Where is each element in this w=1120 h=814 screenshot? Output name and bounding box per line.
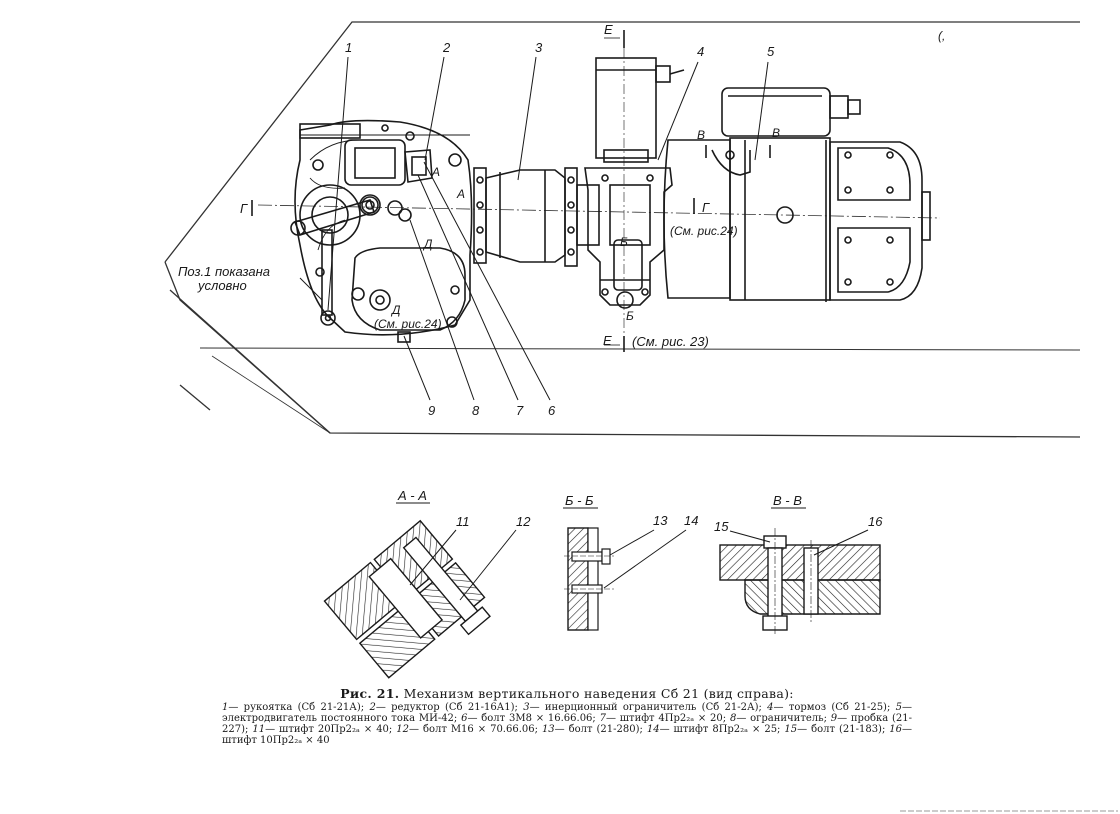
section-a-a: А - А 11 12: [323, 488, 531, 679]
note-pos1-line2: условно: [197, 278, 247, 293]
caption-item: 3— инерционный ограничитель (Сб 21-2А);: [523, 702, 767, 713]
caption-item-text: — пробка (21-227);: [222, 713, 913, 735]
caption-item-number: 8: [729, 713, 737, 724]
caption-title-text: Механизм вертикального наведения Сб 21 (…: [403, 686, 794, 701]
handle-assembly: [290, 159, 379, 326]
callout-6: 6: [548, 403, 556, 418]
caption-item-text: — редуктор (Сб 21-16А1);: [375, 702, 524, 713]
caption-item-text: — рукоятка (Сб 21-21А);: [228, 702, 370, 713]
caption-item-number: 6: [461, 713, 468, 724]
callout-2: 2: [442, 40, 451, 55]
callout-16: 16: [868, 514, 883, 529]
figure-caption: Рис. 21. Механизм вертикального наведени…: [222, 686, 912, 746]
caption-item-number: 5: [895, 702, 903, 713]
corner-mark: (,: [938, 29, 945, 43]
section-v-v: В - В 15 16: [714, 493, 883, 636]
callout-12: 12: [516, 514, 531, 529]
caption-item-number: 9: [830, 713, 838, 724]
callout-5: 5: [767, 44, 775, 59]
caption-item-text: — инерционный ограничитель (Сб 21-2А);: [529, 702, 768, 713]
caption-item-text: — штифт 4Пр2₂ₐ × 20;: [605, 713, 730, 724]
section-b-b: Б - Б 13 14: [563, 493, 698, 631]
marker-v-1: В: [697, 128, 705, 142]
caption-item-number: 15: [784, 724, 798, 735]
caption-item: 16— штифт 10Пр2₂ₐ × 40: [222, 724, 912, 746]
marker-a-1: А: [431, 165, 440, 179]
note-see-fig23: (См. рис. 23): [632, 334, 709, 349]
caption-item-text: — болт (21-183);: [797, 724, 890, 735]
inertial-limiter: [473, 167, 600, 267]
callouts-top: 1 2 3 4 5 6 7 8 9: [345, 40, 775, 418]
marker-g-left: Г: [240, 201, 248, 216]
caption-item: 11— штифт 20Пр2₂ₐ × 40;: [252, 724, 396, 735]
caption-item-number: 7: [599, 713, 606, 724]
caption-item-text: — штифт 8Пр2₂ₐ × 25;: [659, 724, 785, 735]
section-markers: Г Г Д Д А А Б Б В В Е Е: [240, 22, 780, 352]
caption-item-number: 12: [396, 724, 409, 735]
caption-item-text: — ограничитель;: [736, 713, 831, 724]
caption-items: 1— рукоятка (Сб 21-21А); 2— редуктор (Сб…: [222, 702, 912, 746]
caption-item: 9— пробка (21-227);: [222, 713, 912, 735]
callout-14: 14: [684, 513, 698, 528]
callout-11: 11: [456, 514, 470, 529]
caption-item-text: — штифт 20Пр2₂ₐ × 40;: [265, 724, 397, 735]
caption-item-number: 11: [252, 724, 266, 735]
callout-8: 8: [472, 403, 480, 418]
callout-15: 15: [714, 519, 729, 534]
brake-assembly: [584, 57, 685, 309]
section-b-b-title: Б - Б: [565, 493, 594, 508]
caption-item: 14— штифт 8Пр2₂ₐ × 25;: [647, 724, 785, 735]
caption-item: 8— ограничитель;: [730, 713, 831, 724]
caption-item: 1— рукоятка (Сб 21-21А);: [222, 702, 369, 713]
callout-7: 7: [516, 403, 524, 418]
caption-item: 7— штифт 4Пр2₂ₐ × 20;: [600, 713, 730, 724]
caption-item-number: 13: [541, 724, 555, 735]
callout-1: 1: [345, 40, 352, 55]
callout-13: 13: [653, 513, 668, 528]
caption-item-text: — тормоз (Сб 21-25);: [773, 702, 896, 713]
electric-motor: [663, 87, 931, 302]
marker-a-2: А: [456, 187, 465, 201]
caption-item: 2— редуктор (Сб 21-16А1);: [369, 702, 523, 713]
callout-4: 4: [697, 44, 704, 59]
section-a-a-title: А - А: [397, 488, 427, 503]
caption-item-text: — болт 3М8 × 16.66.06;: [467, 713, 600, 724]
note-see-fig24-a: (См. рис.24): [374, 317, 442, 331]
caption-item: 13— болт (21-280);: [542, 724, 647, 735]
reducer-housing: [294, 119, 473, 343]
caption-title: Рис. 21. Механизм вертикального наведени…: [222, 686, 912, 701]
caption-item: 15— болт (21-183);: [784, 724, 889, 735]
caption-item-number: 1: [222, 702, 229, 713]
marker-e-top: Е: [604, 22, 613, 37]
caption-item: 6— болт 3М8 × 16.66.06;: [461, 713, 599, 724]
caption-item-text: — болт М16 × 70.66.06;: [408, 724, 542, 735]
notes: Поз.1 показана условно (См. рис.24) (См.…: [178, 224, 738, 349]
marker-v-2: В: [772, 126, 780, 140]
leader-lines-top: [327, 56, 769, 401]
caption-item-number: 3: [523, 702, 530, 713]
background-frame: [164, 21, 1081, 438]
callout-3: 3: [535, 40, 543, 55]
caption-item-text: — электродвигатель постоянного тока МИ-4…: [222, 702, 913, 724]
caption-item: 12— болт М16 × 70.66.06;: [396, 724, 542, 735]
caption-item-text: — штифт 10Пр2₂ₐ × 40: [222, 724, 913, 746]
marker-g-right: Г: [702, 200, 710, 215]
note-see-fig24-b: (См. рис.24): [670, 224, 738, 238]
note-pos1-line1: Поз.1 показана: [178, 264, 270, 279]
caption-item-number: 16: [889, 724, 903, 735]
caption-item-number: 4: [767, 702, 774, 713]
caption-item-text: — болт (21-280);: [554, 724, 647, 735]
caption-item-number: 2: [369, 702, 376, 713]
caption-item: 4— тормоз (Сб 21-25);: [767, 702, 895, 713]
marker-b-2: Б: [626, 309, 634, 323]
marker-d-1: Д: [422, 237, 433, 251]
caption-item-number: 14: [646, 724, 660, 735]
marker-d-2: Д: [390, 303, 401, 317]
caption-label: Рис. 21.: [340, 686, 400, 701]
marker-e-bottom: Е: [603, 333, 612, 348]
caption-item: 5— электродвигатель постоянного тока МИ-…: [222, 702, 912, 724]
callout-9: 9: [428, 403, 435, 418]
section-v-v-title: В - В: [773, 493, 802, 508]
